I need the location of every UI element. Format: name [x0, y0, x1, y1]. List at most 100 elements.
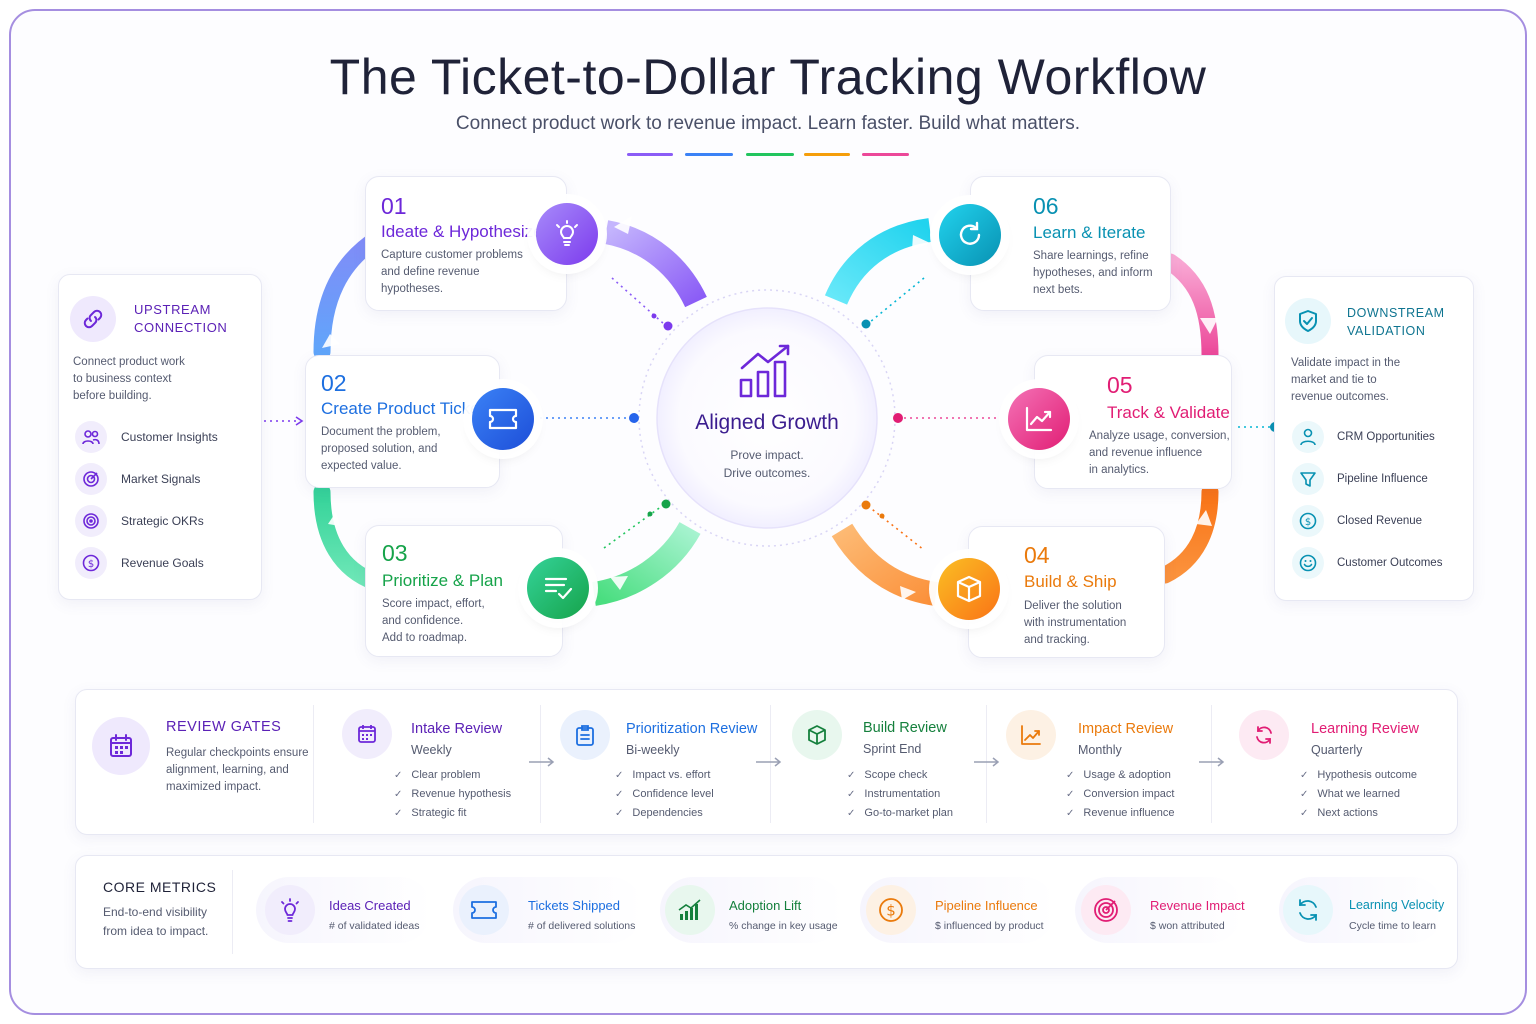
gate-title: Impact Review — [1078, 721, 1174, 737]
gate-cadence: Weekly — [411, 743, 452, 757]
gate-title: Intake Review — [411, 721, 503, 737]
step-desc: Document the problem,proposed solution, … — [321, 426, 441, 472]
target-icon — [1081, 885, 1131, 935]
gate-checklist: Usage & adoptionConversion impactRevenue… — [1066, 766, 1174, 823]
center-line2: Drive outcomes. — [723, 466, 811, 480]
lightbulb-icon — [536, 203, 598, 265]
step-title: Build & Ship — [1024, 572, 1117, 591]
clipboard-icon — [560, 710, 610, 760]
metric-sub: Cycle time to learn — [1349, 920, 1436, 932]
accent-rule — [627, 153, 909, 157]
divider — [1211, 705, 1212, 823]
step-card-01[interactable] — [365, 176, 567, 311]
step-title: Ideate & Hypothesize — [381, 222, 543, 241]
box-icon — [792, 710, 842, 760]
arrow-right-icon — [974, 757, 1000, 767]
gate-checklist: Scope checkInstrumentationGo-to-market p… — [847, 766, 953, 823]
bars-icon — [665, 885, 715, 935]
checklist-icon — [527, 557, 589, 619]
metric-sub: # of validated ideas — [329, 920, 420, 932]
downstream-item: Customer Outcomes — [1337, 557, 1443, 569]
metric-title: Learning Velocity — [1349, 898, 1445, 912]
metric-sub: $ won attributed — [1150, 920, 1225, 932]
metric-sub: $ influenced by product — [935, 920, 1044, 932]
divider — [986, 705, 987, 823]
gate-title: Learning Review — [1311, 721, 1420, 737]
center-title: Aligned Growth — [695, 411, 839, 434]
downstream-item: Closed Revenue — [1337, 515, 1423, 527]
dollar-icon: $ — [866, 885, 916, 935]
gate-checklist: Impact vs. effortConfidence levelDepende… — [615, 766, 713, 823]
lightbulb-icon — [265, 885, 315, 935]
step-number: 03 — [382, 540, 408, 566]
step-title: Track & Validate — [1107, 403, 1230, 422]
svg-text:$: $ — [886, 902, 896, 920]
calendar-icon — [342, 709, 392, 759]
radar-icon — [75, 463, 107, 495]
divider — [770, 705, 771, 823]
workflow-arcs — [250, 218, 1280, 606]
page-title: The Ticket-to-Dollar Tracking Workflow — [329, 49, 1207, 105]
cycle-icon — [1239, 710, 1289, 760]
arrow-right-icon — [1199, 757, 1225, 767]
step-desc: Score impact, effort,and confidence.Add … — [382, 598, 485, 644]
step-card-06[interactable] — [970, 176, 1171, 311]
shield-icon — [1285, 298, 1331, 344]
cycle-icon — [1283, 885, 1333, 935]
upstream-item: Market Signals — [121, 472, 201, 486]
ticket-icon — [459, 885, 509, 935]
divider — [540, 705, 541, 823]
upstream-item: Strategic OKRs — [121, 514, 204, 528]
dollar-icon: $ — [75, 547, 107, 579]
gate-checklist: Hypothesis outcomeWhat we learnedNext ac… — [1300, 766, 1417, 823]
refresh-icon — [939, 204, 1001, 266]
upstream-item: Customer Insights — [121, 430, 218, 444]
svg-text:$: $ — [88, 559, 94, 570]
box-icon — [938, 558, 1000, 620]
downstream-item: Pipeline Influence — [1337, 473, 1428, 485]
center-line1: Prove impact. — [730, 448, 804, 462]
link-icon — [70, 296, 116, 342]
gate-checklist: Clear problemRevenue hypothesisStrategic… — [394, 766, 511, 823]
step-number: 04 — [1024, 542, 1050, 568]
metric-title: Tickets Shipped — [528, 898, 621, 913]
arrow-right-icon — [756, 757, 782, 767]
upstream-item: Revenue Goals — [121, 556, 204, 570]
gate-cadence: Bi-weekly — [626, 743, 680, 757]
step-card-04[interactable] — [968, 526, 1165, 658]
step-number: 06 — [1033, 193, 1059, 219]
user-icon — [1292, 421, 1324, 453]
target-icon — [75, 505, 107, 537]
step-title: Create Product Ticket — [321, 399, 485, 418]
calendar-icon — [92, 717, 150, 775]
metric-title: Revenue Impact — [1150, 898, 1245, 913]
metric-sub: # of delivered solutions — [528, 920, 636, 932]
divider — [313, 705, 314, 823]
dollar-icon: $ — [1292, 505, 1324, 537]
users-icon — [75, 421, 107, 453]
page-subtitle: Connect product work to revenue impact. … — [455, 113, 1081, 134]
chart-icon — [1008, 388, 1070, 450]
gate-title: Prioritization Review — [626, 721, 758, 737]
smile-icon — [1292, 547, 1324, 579]
arrow-right-icon — [529, 757, 555, 767]
step-desc: Analyze usage, conversion,and revenue in… — [1089, 430, 1230, 476]
step-card-02[interactable] — [305, 355, 500, 488]
step-number: 02 — [321, 370, 347, 396]
gate-cadence: Quarterly — [1311, 743, 1363, 757]
metric-sub: % change in key usage — [729, 920, 838, 932]
ticket-icon — [472, 388, 534, 450]
review-gates-title: REVIEW GATES — [166, 719, 282, 735]
downstream-item: CRM Opportunities — [1337, 431, 1435, 443]
metric-title: Ideas Created — [329, 898, 411, 913]
divider — [232, 870, 233, 954]
